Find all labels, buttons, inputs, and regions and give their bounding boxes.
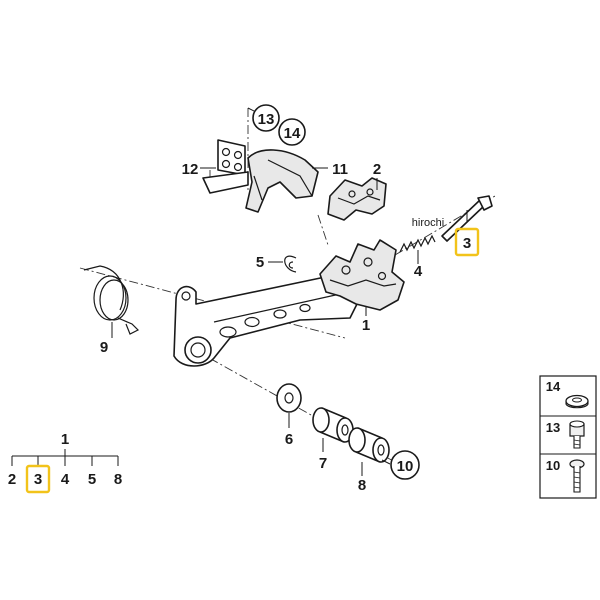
bushing-right xyxy=(348,427,390,463)
bracket-plate xyxy=(202,139,249,194)
callout-14: 14 xyxy=(284,125,301,142)
legend-label-10: 10 xyxy=(546,458,560,473)
watermark-text: hirochi xyxy=(412,217,444,229)
callout-labels: 13 14 12 11 2 hirochi 3 5 4 1 9 6 7 10 8 xyxy=(100,104,480,494)
tree-child-1: 2 xyxy=(8,471,16,488)
legend-label-14: 14 xyxy=(546,379,561,394)
assembly-tree: 1 2 3 4 5 8 xyxy=(8,431,122,494)
legend-label-13: 13 xyxy=(546,420,560,435)
callout-5: 5 xyxy=(256,254,264,271)
circlip xyxy=(284,255,297,273)
callout-1: 1 xyxy=(362,317,370,334)
brake-pedal-lever xyxy=(173,275,359,367)
tree-child-3: 4 xyxy=(61,471,70,488)
callout-11: 11 xyxy=(332,161,348,178)
washer-icon xyxy=(565,394,589,409)
tree-child-4: 5 xyxy=(88,471,96,488)
callout-3: 3 xyxy=(463,235,471,252)
torx-bolt-icon xyxy=(569,459,585,493)
socket-head-screw-icon xyxy=(569,420,585,449)
fastener-legend: 14 13 10 xyxy=(539,375,597,499)
callout-12: 12 xyxy=(182,161,199,178)
callout-2-upper: 2 xyxy=(373,161,381,178)
tree-child-5: 8 xyxy=(114,471,122,488)
footplate-small xyxy=(327,177,387,221)
callout-10: 10 xyxy=(397,458,414,475)
callout-6: 6 xyxy=(285,431,293,448)
flat-washer xyxy=(276,383,302,413)
tree-highlight-box xyxy=(25,464,51,494)
guard-cover xyxy=(245,149,319,213)
tree-child-2: 3 xyxy=(34,471,42,488)
callout-4: 4 xyxy=(414,263,423,280)
callout-circle-10 xyxy=(390,450,420,480)
callout-13: 13 xyxy=(258,111,275,128)
callout-3-highlight-box xyxy=(454,227,480,257)
bushing-left xyxy=(312,407,354,443)
torsion-spring xyxy=(83,265,140,335)
compression-spring xyxy=(399,234,436,253)
tree-root-label: 1 xyxy=(61,431,69,448)
callout-7: 7 xyxy=(319,455,327,472)
callout-9: 9 xyxy=(100,339,108,356)
callout-8: 8 xyxy=(358,477,366,494)
footpeg xyxy=(319,239,405,311)
callout-circle-13 xyxy=(252,104,280,132)
callout-circle-14 xyxy=(278,118,306,146)
